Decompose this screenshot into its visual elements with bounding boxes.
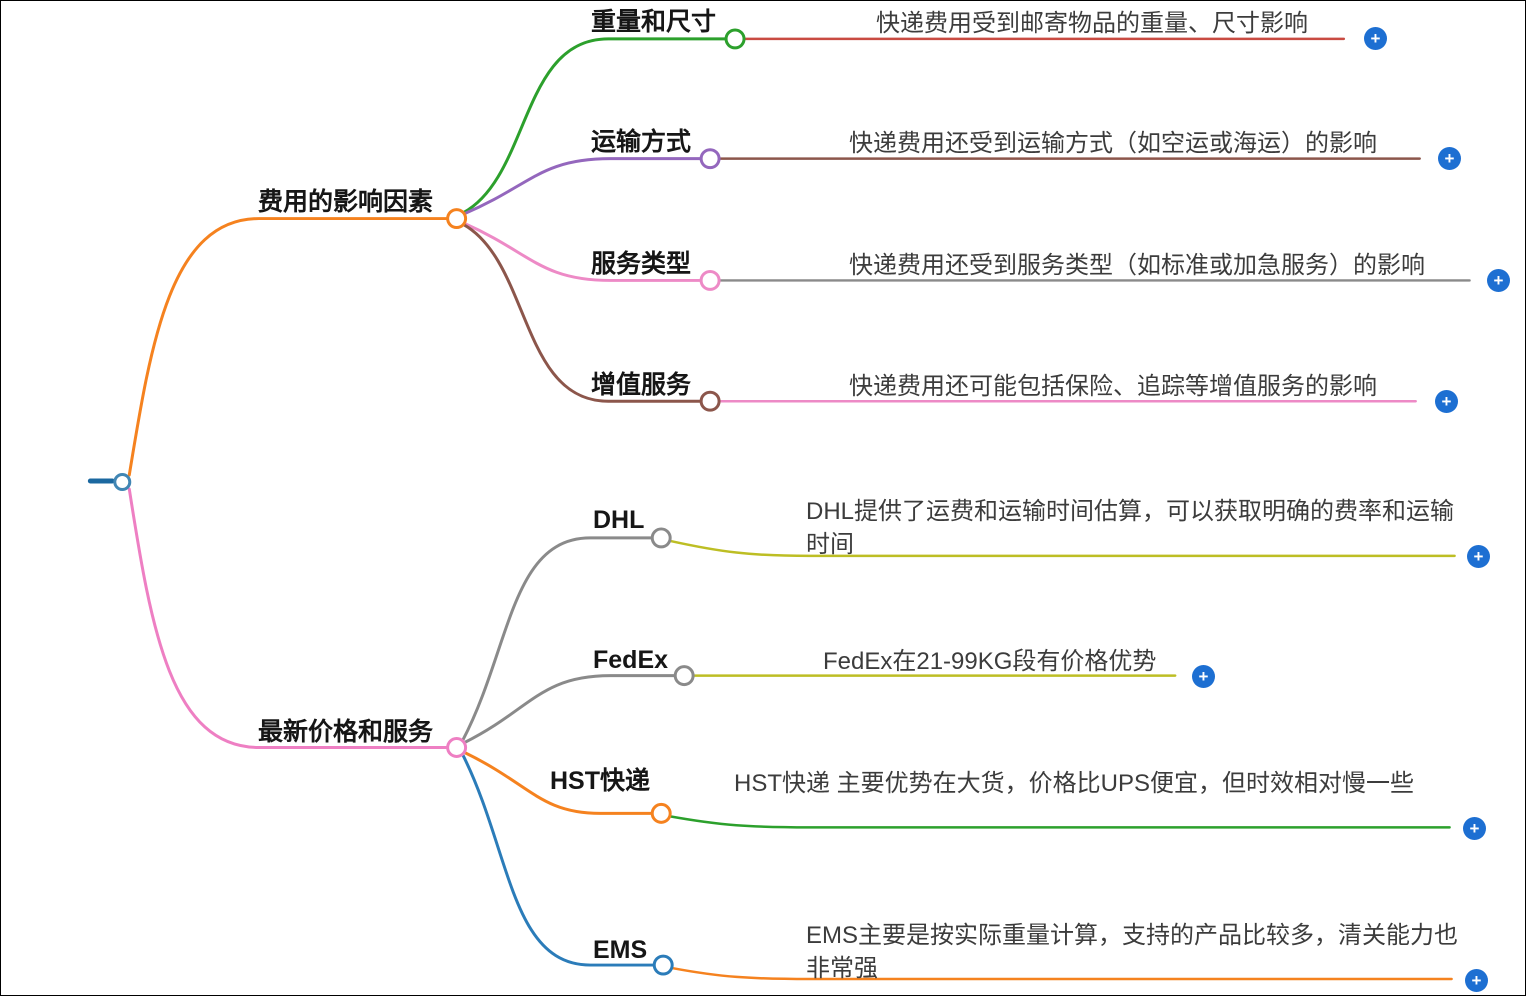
connector-service-type: [463, 222, 703, 282]
plus-icon: +: [1493, 271, 1504, 290]
root-node-circle[interactable]: [113, 473, 132, 492]
child-label-transport-mode[interactable]: 运输方式: [591, 128, 692, 156]
branch-node-circle-cost-factors[interactable]: [446, 208, 468, 230]
add-node-button-dhl[interactable]: +: [1467, 545, 1490, 568]
add-node-button-value-added[interactable]: +: [1435, 390, 1458, 413]
plus-icon: +: [1198, 667, 1209, 686]
leaf-desc-weight-size[interactable]: 快递费用受到邮寄物品的重量、尺寸影响: [876, 10, 1308, 37]
plus-icon: +: [1370, 29, 1381, 48]
child-node-circle-dhl[interactable]: [650, 527, 672, 549]
leaf-desc-ems[interactable]: EMS主要是按实际重量计算，支持的产品比较多，清关能力也非常强: [806, 922, 1459, 982]
branch-label-cost-factors[interactable]: 费用的影响因素: [258, 188, 434, 216]
add-node-button-ems[interactable]: +: [1465, 969, 1488, 992]
connector-branch-2: [127, 487, 450, 749]
connector-ems: [461, 752, 656, 967]
child-node-circle-fedex[interactable]: [673, 665, 695, 687]
connector-value-added: [462, 223, 703, 403]
connector-hst: [463, 750, 654, 815]
connector-dhl: [461, 536, 654, 743]
add-node-button-weight-size[interactable]: +: [1364, 27, 1387, 50]
child-node-circle-weight-size[interactable]: [724, 28, 746, 50]
child-node-circle-ems[interactable]: [652, 954, 674, 976]
leaf-line-ems: [670, 966, 1453, 981]
child-label-ems[interactable]: EMS: [593, 936, 648, 964]
leaf-desc-dhl[interactable]: DHL提供了运费和运输时间估算，可以获取明确的费率和运输时间: [806, 498, 1455, 558]
connector-fedex: [463, 674, 677, 745]
child-label-value-added[interactable]: 增值服务: [591, 371, 692, 399]
leaf-desc-fedex[interactable]: FedEx在21-99KG段有价格优势: [823, 648, 1157, 675]
child-node-circle-hst[interactable]: [650, 802, 672, 824]
leaf-desc-hst[interactable]: HST快递 主要优势在大货，价格比UPS便宜，但时效相对慢一些: [734, 770, 1415, 797]
leaf-line-dhl: [668, 539, 1456, 558]
branch-label-latest-prices[interactable]: 最新价格和服务: [258, 718, 434, 746]
child-node-circle-transport-mode[interactable]: [699, 148, 721, 170]
connector-weight-size: [462, 37, 728, 215]
child-label-weight-size[interactable]: 重量和尺寸: [591, 8, 717, 36]
leaf-desc-value-added[interactable]: 快递费用还可能包括保险、追踪等增值服务的影响: [849, 373, 1377, 400]
leaf-desc-service-type[interactable]: 快递费用还受到服务类型（如标准或加急服务）的影响: [849, 252, 1425, 279]
connector-branch-1: [127, 217, 450, 477]
branch-node-circle-latest-prices[interactable]: [446, 737, 468, 758]
plus-icon: +: [1469, 819, 1480, 838]
leaf-desc-transport-mode[interactable]: 快递费用还受到运输方式（如空运或海运）的影响: [849, 130, 1377, 157]
child-node-circle-value-added[interactable]: [699, 390, 721, 412]
child-label-hst[interactable]: HST快递: [550, 767, 651, 795]
child-node-circle-service-type[interactable]: [699, 269, 721, 291]
plus-icon: +: [1444, 149, 1455, 168]
connector-transport-mode: [463, 157, 703, 216]
child-label-service-type[interactable]: 服务类型: [591, 250, 692, 278]
add-node-button-service-type[interactable]: +: [1487, 269, 1510, 292]
add-node-button-fedex[interactable]: +: [1192, 665, 1215, 688]
plus-icon: +: [1471, 971, 1482, 990]
leaf-line-hst: [668, 815, 1451, 829]
add-node-button-transport-mode[interactable]: +: [1438, 147, 1461, 170]
add-node-button-hst[interactable]: +: [1463, 817, 1486, 840]
child-label-fedex[interactable]: FedEx: [593, 646, 669, 674]
child-label-dhl[interactable]: DHL: [593, 506, 645, 534]
plus-icon: +: [1441, 392, 1452, 411]
plus-icon: +: [1473, 547, 1484, 566]
